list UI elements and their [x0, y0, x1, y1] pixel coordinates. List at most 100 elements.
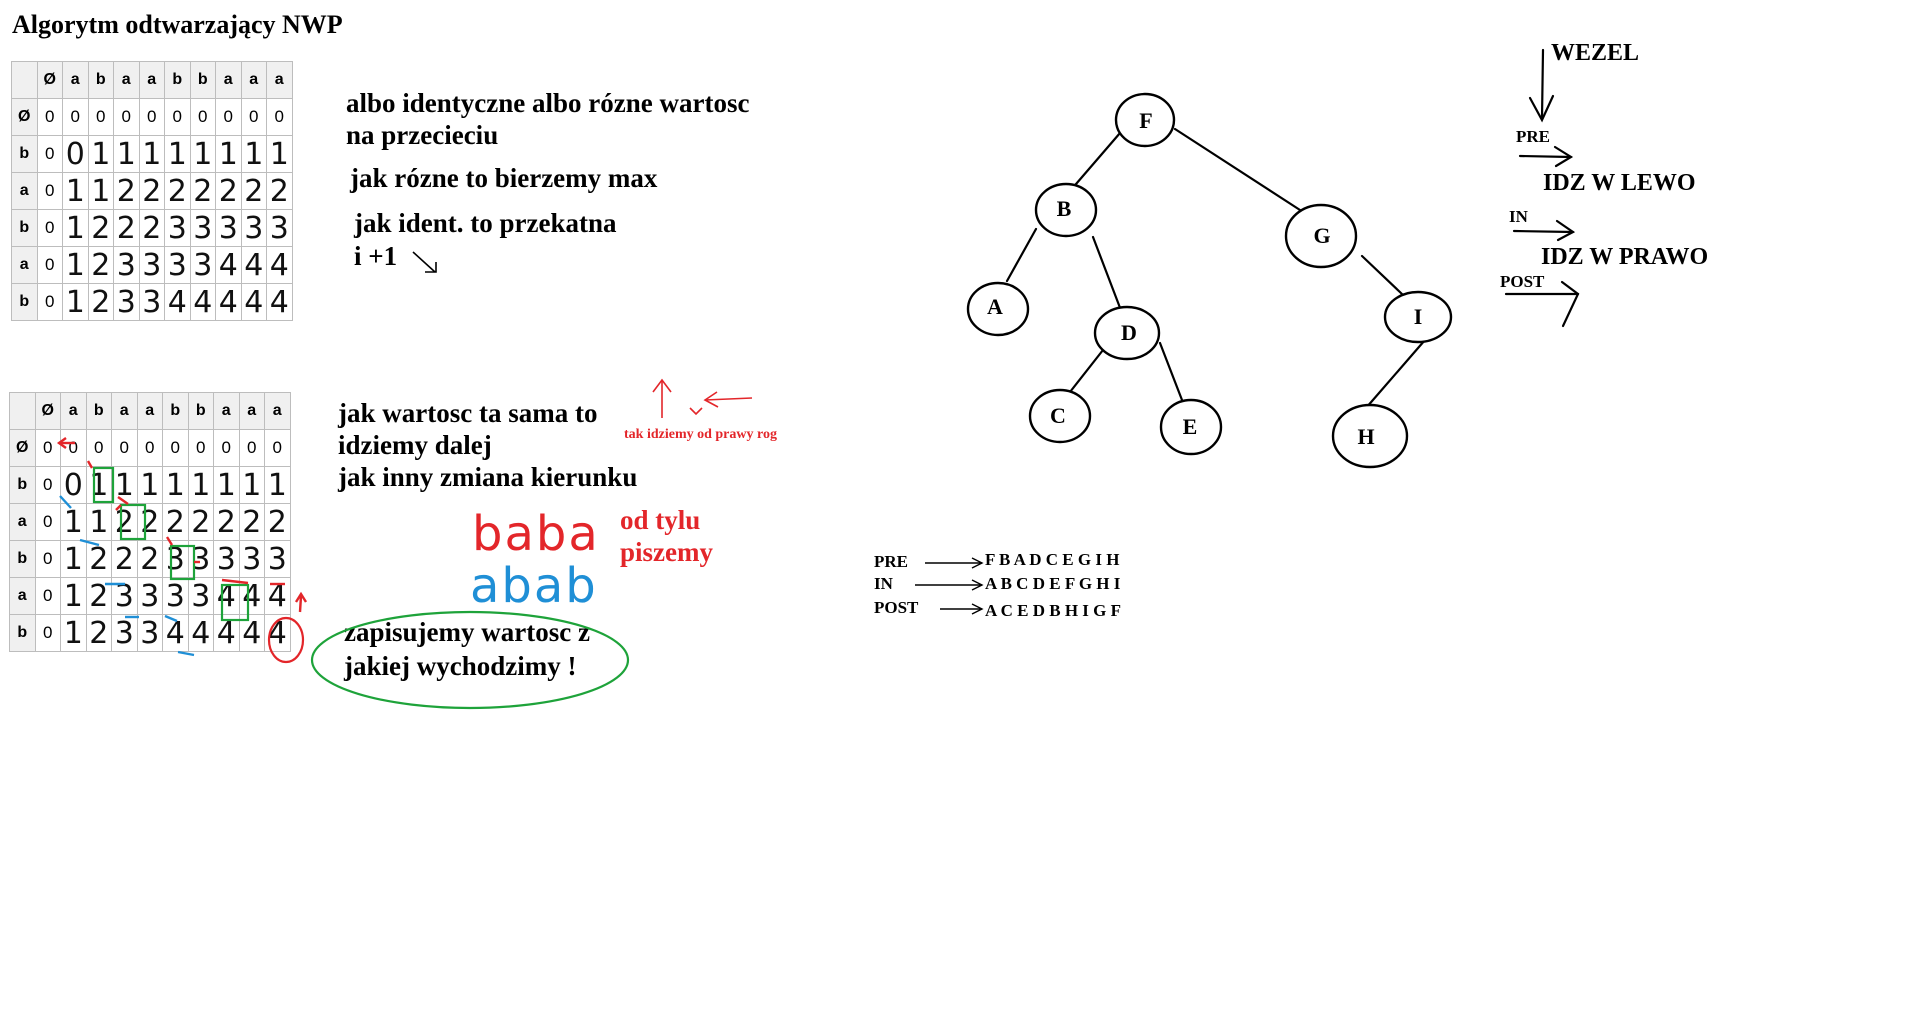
value-cell: 0 — [36, 135, 63, 173]
value-cell: 0 — [34, 614, 61, 652]
header-cell: a — [111, 392, 138, 430]
value-cell: 3 — [215, 209, 242, 247]
header-cell: b — [164, 61, 191, 99]
value-cell: 4 — [164, 283, 191, 321]
value-cell: 0 — [164, 98, 191, 136]
tree-label-A: A — [987, 294, 1003, 319]
save-line-2: jakiej wychodzimy ! — [344, 651, 577, 681]
backwards-line-1: od tylu — [620, 505, 701, 535]
value-cell: 2 — [164, 172, 191, 210]
tree-label-I: I — [1414, 304, 1423, 329]
pre-label: PRE — [874, 552, 908, 571]
row-header-cell: a — [11, 172, 38, 210]
rule-3-line-1: jak ident. to przekatna — [354, 208, 617, 238]
row-header-cell: Ø — [9, 429, 36, 467]
value-cell: 3 — [138, 283, 165, 321]
value-cell: 2 — [189, 172, 216, 210]
value-cell: 0 — [36, 172, 63, 210]
tree-label-G: G — [1313, 223, 1330, 248]
value-cell: 4 — [215, 283, 242, 321]
value-cell: 0 — [240, 98, 267, 136]
value-cell: 1 — [238, 466, 265, 504]
value-cell: 2 — [113, 172, 140, 210]
diagonal-arrow-icon — [412, 251, 437, 273]
legend-left: IDZ W LEWO — [1543, 170, 1696, 196]
value-cell: 1 — [62, 172, 89, 210]
value-cell: 1 — [162, 466, 189, 504]
value-cell: 3 — [264, 540, 291, 578]
header-cell: a — [266, 61, 293, 99]
in-label: IN — [874, 574, 893, 593]
tree-nodes — [966, 92, 1453, 469]
value-cell: 3 — [111, 614, 138, 652]
post-sequence: A C E D B H I G F — [985, 601, 1122, 620]
value-cell: 2 — [264, 503, 291, 541]
header-cell — [9, 392, 36, 430]
row-header-cell: b — [11, 283, 38, 321]
value-cell: 0 — [62, 135, 89, 173]
row-header-cell: b — [9, 540, 36, 578]
pre-sequence: F B A D C E G I H — [985, 550, 1120, 569]
value-cell: 1 — [60, 540, 87, 578]
value-cell: 1 — [85, 503, 112, 541]
value-cell: 3 — [138, 246, 165, 284]
value-cell: 2 — [238, 503, 265, 541]
tree-edges — [1005, 127, 1427, 410]
value-cell: 1 — [87, 172, 114, 210]
legend-pre: PRE — [1516, 127, 1550, 146]
value-cell: 3 — [164, 246, 191, 284]
header-cell: a — [238, 392, 265, 430]
value-cell: 1 — [189, 135, 216, 173]
rule-2: jak rózne to bierzemy max — [350, 163, 658, 193]
value-cell: 2 — [113, 209, 140, 247]
value-cell: 0 — [87, 98, 114, 136]
tree-node-G — [1284, 203, 1358, 269]
value-cell: 1 — [164, 135, 191, 173]
header-cell: b — [85, 392, 112, 430]
value-cell: 3 — [187, 540, 214, 578]
tree-node-H — [1331, 403, 1409, 469]
legend-in: IN — [1509, 207, 1528, 226]
traversal-arrows — [915, 557, 984, 615]
value-cell: 0 — [266, 98, 293, 136]
value-cell: 1 — [87, 135, 114, 173]
rule-3-line-2: i +1 — [354, 241, 398, 271]
value-cell: 1 — [113, 135, 140, 173]
value-cell: 1 — [62, 246, 89, 284]
value-cell: 3 — [136, 577, 163, 615]
value-cell: 3 — [238, 540, 265, 578]
value-cell: 2 — [138, 209, 165, 247]
value-cell: 4 — [213, 614, 240, 652]
value-cell: 4 — [240, 283, 267, 321]
value-cell: 1 — [266, 135, 293, 173]
row-header-cell: a — [9, 577, 36, 615]
value-cell: 2 — [85, 540, 112, 578]
header-cell: b — [187, 392, 214, 430]
tree-label-D: D — [1121, 320, 1137, 345]
header-cell: a — [138, 61, 165, 99]
value-cell: 0 — [36, 98, 63, 136]
walk-line-1: jak wartosc ta sama to — [338, 398, 598, 428]
legend-right: IDZ W PRAWO — [1541, 244, 1709, 270]
tree-label-H: H — [1357, 424, 1374, 449]
walk-line-3: jak inny zmiana kierunku — [338, 462, 638, 492]
value-cell: 0 — [60, 466, 87, 504]
value-cell: 0 — [85, 429, 112, 467]
table2-path — [56, 437, 308, 664]
value-cell: 0 — [34, 429, 61, 467]
value-cell: 0 — [34, 577, 61, 615]
value-cell: 3 — [162, 577, 189, 615]
post-label: POST — [874, 598, 919, 617]
tree-node-B — [1034, 182, 1098, 238]
legend-post: POST — [1500, 272, 1545, 291]
value-cell: 2 — [85, 614, 112, 652]
tree-label-E: E — [1183, 414, 1198, 439]
page-title: Algorytm odtwarzający NWP — [12, 10, 343, 39]
